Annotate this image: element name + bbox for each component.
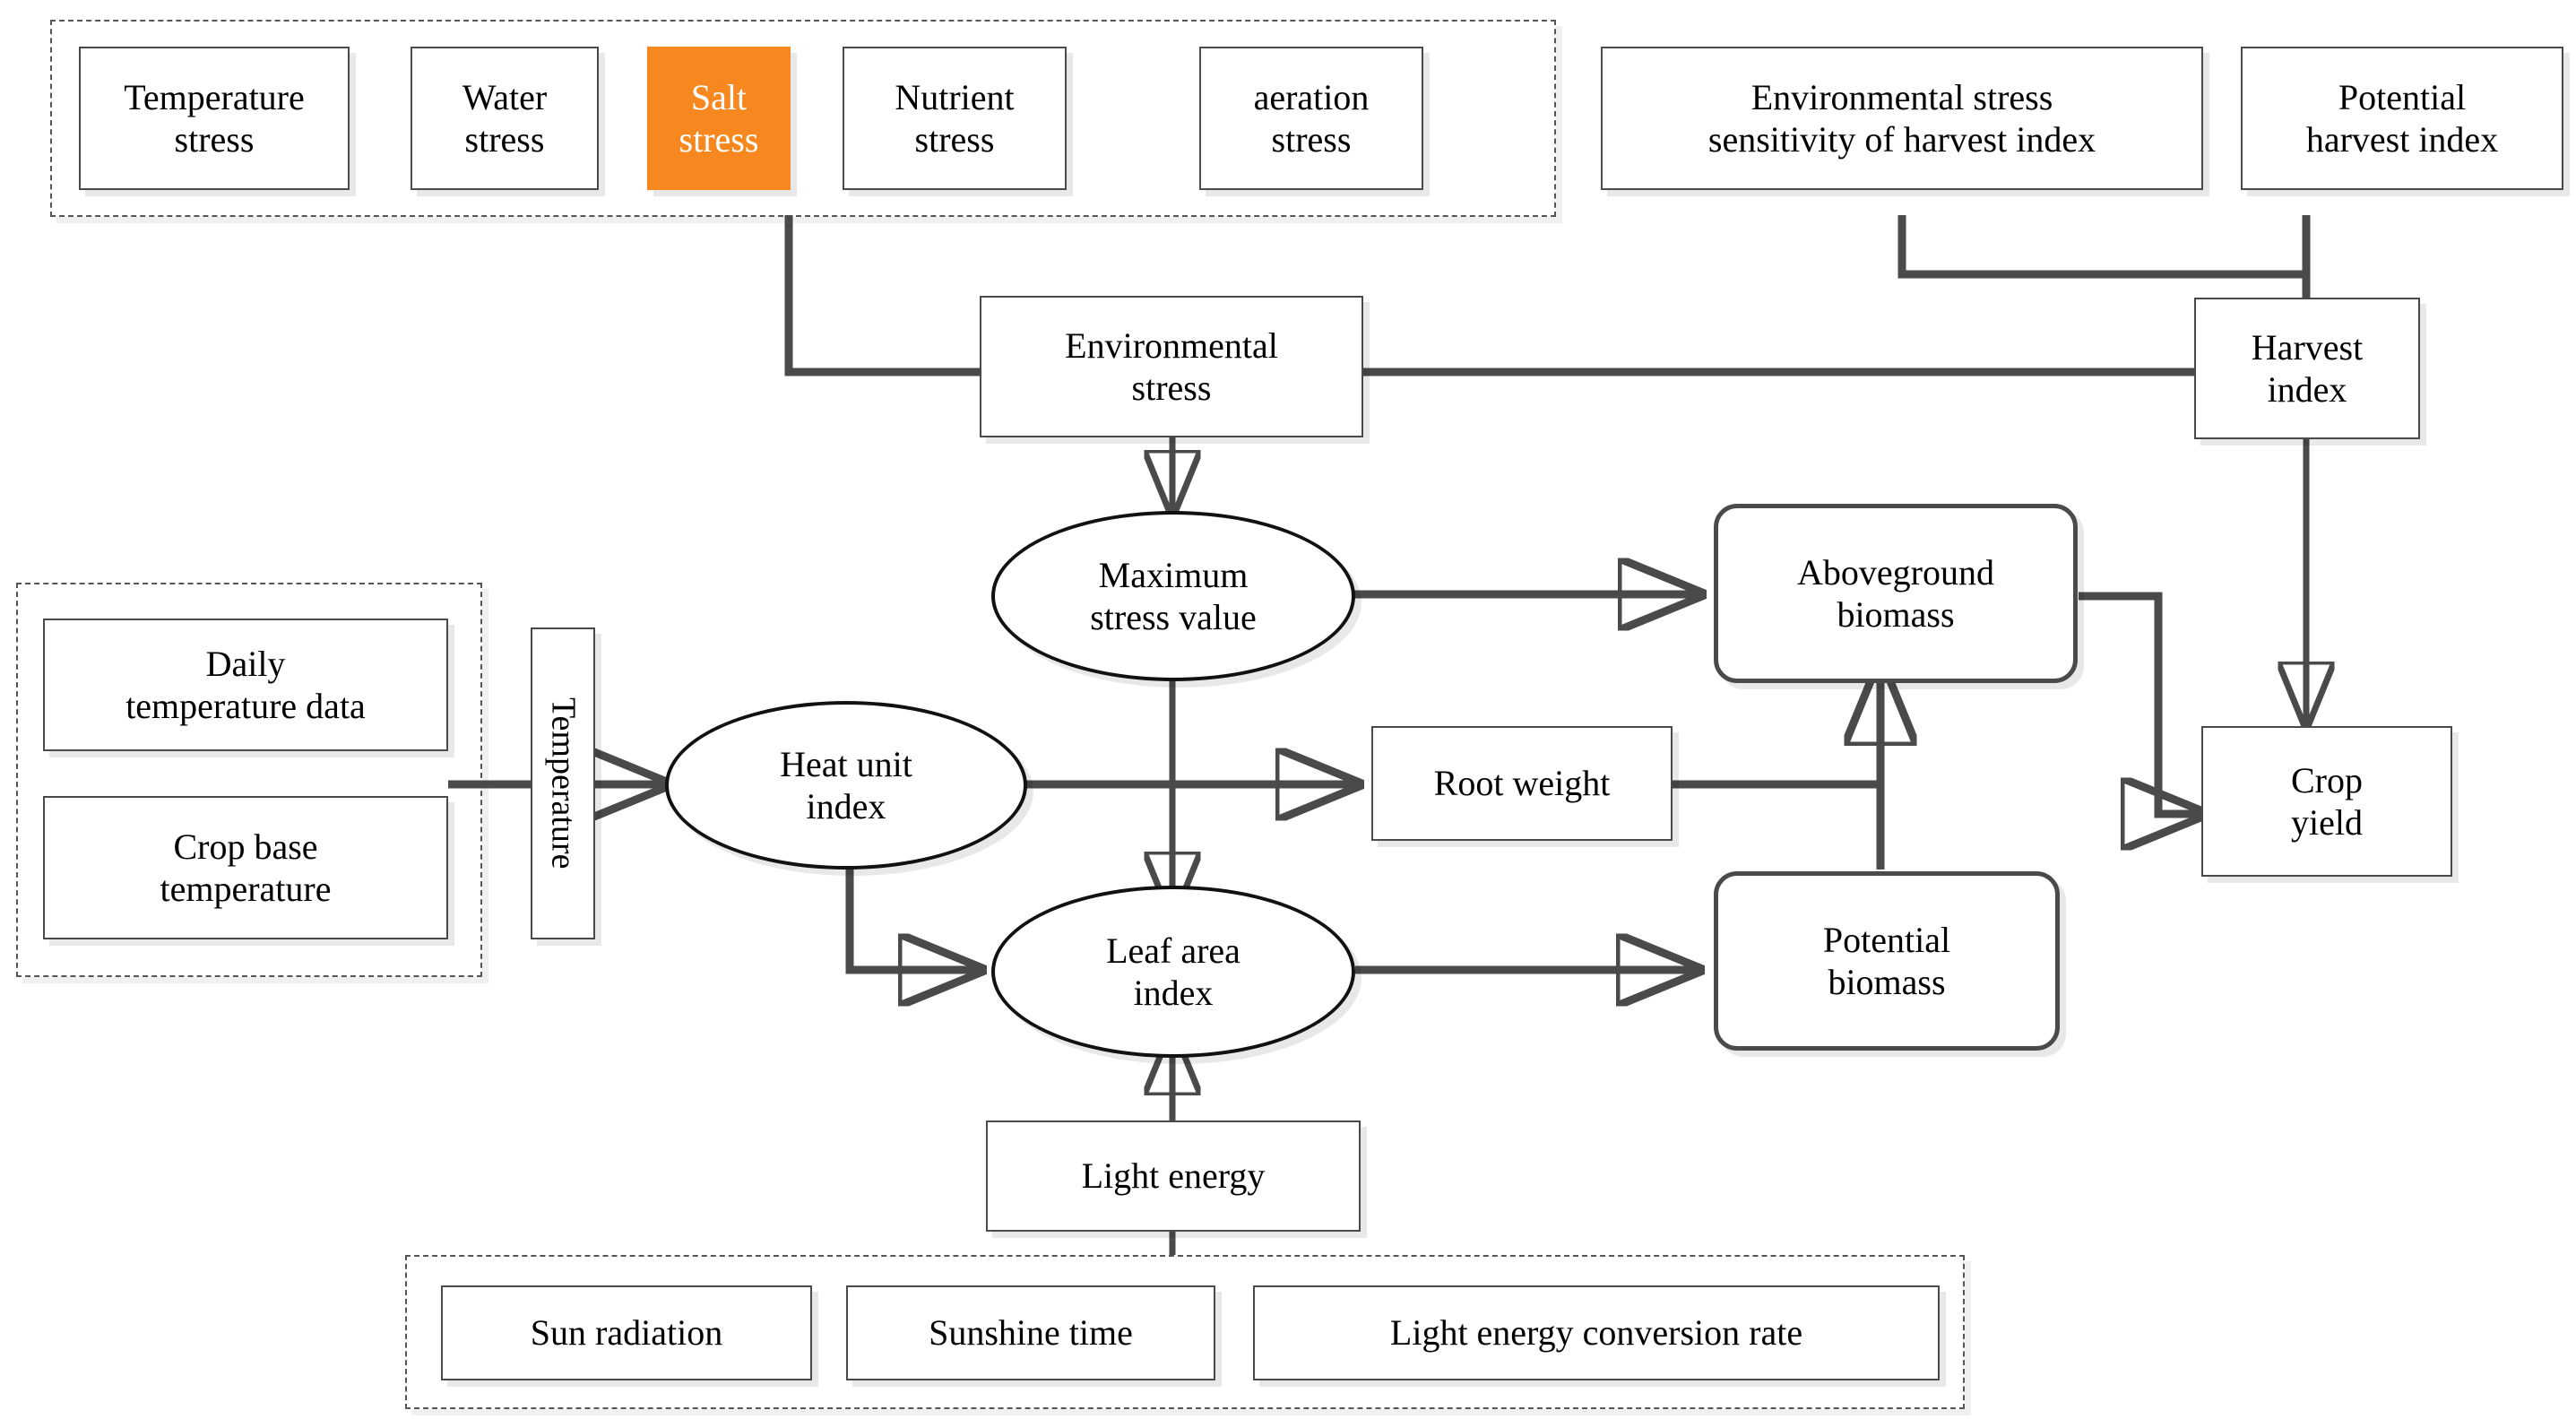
node-label: Aboveground biomass — [1797, 551, 1994, 635]
wire-aboveground-to-crop-yield — [2079, 592, 2201, 814]
node-potential-harvest-index[interactable]: Potential harvest index — [2241, 47, 2563, 190]
node-label: Root weight — [1433, 763, 1611, 804]
node-label: Sun radiation — [530, 1312, 723, 1354]
node-maximum-stress-value[interactable]: Maximum stress value — [991, 511, 1355, 681]
node-potential-biomass[interactable]: Potential biomass — [1714, 871, 2060, 1051]
node-label: Water stress — [462, 76, 548, 160]
node-salt-stress[interactable]: Salt stress — [647, 47, 791, 190]
node-label: Crop base temperature — [160, 826, 332, 909]
node-sunshine-time[interactable]: Sunshine time — [846, 1285, 1215, 1380]
node-sun-radiation[interactable]: Sun radiation — [441, 1285, 812, 1380]
light-input-group — [405, 1255, 1965, 1409]
node-light-energy[interactable]: Light energy — [986, 1120, 1361, 1232]
node-label: Harvest index — [2251, 326, 2364, 410]
wire-salt-to-envstress — [784, 215, 980, 376]
node-root-weight[interactable]: Root weight — [1371, 726, 1673, 841]
node-label: Sunshine time — [929, 1312, 1133, 1354]
temperature-input-group — [16, 583, 482, 977]
node-leaf-area-index[interactable]: Leaf area index — [991, 886, 1355, 1058]
node-nutrient-stress[interactable]: Nutrient stress — [843, 47, 1067, 190]
node-aeration-stress[interactable]: aeration stress — [1199, 47, 1423, 190]
node-light-energy-conversion-rate[interactable]: Light energy conversion rate — [1253, 1285, 1940, 1380]
node-water-stress[interactable]: Water stress — [411, 47, 599, 190]
node-crop-base-temperature[interactable]: Crop base temperature — [43, 796, 448, 939]
node-label: Light energy — [1081, 1155, 1266, 1197]
node-label: Environmental stress — [1065, 324, 1278, 408]
node-temperature-stress[interactable]: Temperature stress — [79, 47, 350, 190]
node-label: Leaf area index — [1106, 930, 1240, 1013]
node-harvest-index[interactable]: Harvest index — [2194, 298, 2420, 439]
node-label: aeration stress — [1253, 76, 1370, 160]
node-aboveground-biomass[interactable]: Aboveground biomass — [1714, 504, 2078, 683]
node-env-stress-sensitivity[interactable]: Environmental stress sensitivity of harv… — [1601, 47, 2203, 190]
node-label: Potential biomass — [1822, 919, 1951, 1002]
node-temperature[interactable]: Temperature — [531, 627, 595, 939]
node-label: Maximum stress value — [1090, 554, 1257, 637]
wire-sensitivity-to-harvest — [1897, 215, 2306, 279]
node-label: Daily temperature data — [125, 643, 366, 726]
node-daily-temperature-data[interactable]: Daily temperature data — [43, 619, 448, 751]
node-crop-yield[interactable]: Crop yield — [2201, 726, 2452, 877]
node-label: Temperature stress — [124, 76, 305, 160]
node-environmental-stress[interactable]: Environmental stress — [980, 296, 1363, 437]
node-label: Light energy conversion rate — [1389, 1312, 1803, 1354]
node-label: Salt stress — [679, 76, 759, 160]
node-label: Environmental stress sensitivity of harv… — [1707, 76, 2096, 160]
node-label: Crop yield — [2291, 759, 2363, 843]
node-label: Temperature — [544, 697, 583, 870]
node-label: Potential harvest index — [2305, 76, 2499, 160]
node-heat-unit-index[interactable]: Heat unit index — [665, 701, 1027, 870]
node-label: Heat unit index — [780, 743, 912, 826]
node-label: Nutrient stress — [895, 76, 1015, 160]
